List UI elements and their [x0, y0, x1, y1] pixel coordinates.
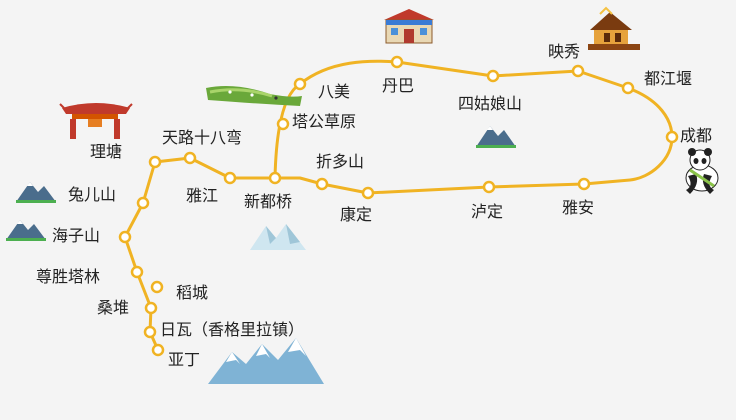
stop-node-yading — [151, 343, 165, 357]
stop-label-yaan: 雅安 — [562, 198, 595, 217]
stop-label-tagongcaoyuan: 塔公草原 — [292, 112, 357, 131]
stop-node-siguniangshan — [486, 69, 500, 83]
stop-label-yading: 亚丁 — [168, 350, 201, 369]
stop-node-yaan — [577, 177, 591, 191]
stop-label-danba: 丹巴 — [382, 76, 415, 95]
stop-label-sangdui: 桑堆 — [97, 298, 130, 317]
house-icon — [384, 9, 434, 44]
stop-label-zunshengtalin: 尊胜塔林 — [36, 267, 101, 286]
temple-icon — [588, 6, 640, 50]
stop-label-bamei: 八美 — [318, 82, 351, 101]
stop-node-kangding — [361, 186, 375, 200]
stop-node-yingxiu — [571, 64, 585, 78]
stop-label-xinduqiao: 新都桥 — [244, 192, 293, 211]
stop-label-litang: 理塘 — [90, 142, 123, 161]
stop-label-haizishan: 海子山 — [52, 226, 101, 245]
stop-node-daocheng — [150, 280, 164, 294]
snow-mountain-icon — [208, 338, 324, 384]
stop-label-siguniangshan: 四姑娘山 — [458, 94, 523, 113]
mountain-icon — [476, 126, 516, 148]
stop-node-chengdu — [665, 130, 679, 144]
stop-node-zheduoshan — [315, 177, 329, 191]
stop-label-daocheng: 稻城 — [176, 283, 209, 302]
stop-label-luding: 泸定 — [471, 202, 504, 221]
stop-node-litang — [148, 155, 162, 169]
stop-node-bamei — [293, 77, 307, 91]
stop-label-yajiang: 雅江 — [186, 186, 219, 205]
stop-node-dujiangyan — [621, 81, 635, 95]
mountain-icon — [16, 182, 56, 203]
mountain-icon — [6, 220, 46, 241]
stop-node-zunshengtalin — [130, 265, 144, 279]
stop-node-luding — [482, 180, 496, 194]
stop-node-haizishan — [118, 230, 132, 244]
stop-label-yingxiu: 映秀 — [548, 42, 581, 61]
stop-label-tianlu18wan: 天路十八弯 — [162, 128, 243, 147]
stop-label-zheduoshan: 折多山 — [316, 152, 365, 171]
stop-label-dujiangyan: 都江堰 — [644, 69, 693, 88]
snow-mountain-icon — [250, 224, 306, 250]
stop-node-tagongcaoyuan — [276, 117, 290, 131]
stop-node-danba — [390, 55, 404, 69]
stop-label-kangding: 康定 — [340, 205, 373, 224]
panda-icon — [685, 148, 719, 194]
stop-label-riwa: 日瓦（香格里拉镇） — [160, 320, 305, 339]
stop-label-tuershan: 兔儿山 — [68, 185, 117, 204]
stop-node-sangdui — [144, 301, 158, 315]
stop-node-tianlu18wan — [183, 151, 197, 165]
stop-node-tuershan — [136, 196, 150, 210]
route-line — [123, 59, 674, 352]
stop-node-yajiang — [223, 171, 237, 185]
stop-node-riwa — [143, 325, 157, 339]
stop-node-xinduqiao — [268, 171, 282, 185]
chinese-gate-icon — [59, 103, 133, 139]
grassland-icon — [206, 86, 302, 106]
stop-label-chengdu: 成都 — [680, 126, 713, 145]
